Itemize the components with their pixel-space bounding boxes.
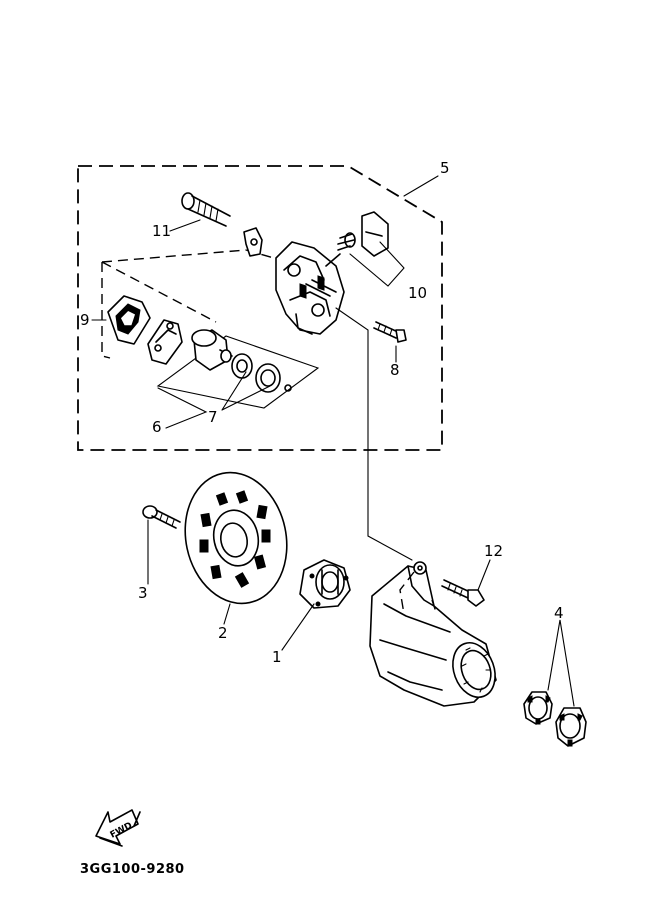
callout-10: 10 <box>408 284 427 302</box>
axle-housing <box>369 561 497 707</box>
callout-1: 1 <box>272 648 282 666</box>
callout-3: 3 <box>138 584 148 602</box>
leader-5 <box>403 175 439 197</box>
callout-6: 6 <box>152 418 162 436</box>
leader-10 <box>349 241 405 287</box>
part-11-bolt <box>181 192 231 227</box>
leader-2 <box>223 603 231 625</box>
pad-clip <box>243 227 263 257</box>
part-3-bolt <box>142 505 181 529</box>
part-9-brake-pad-right <box>147 319 183 365</box>
pad-group-outline <box>101 249 317 359</box>
part-9-brake-pad-left <box>107 295 151 345</box>
leader-11 <box>169 219 201 232</box>
leader-6 <box>157 387 208 429</box>
callout-9: 9 <box>80 311 90 329</box>
callout-7: 7 <box>208 408 218 426</box>
caliper-body <box>275 241 345 335</box>
caliper-mount-line <box>335 307 413 561</box>
part-12-bolt <box>441 579 485 607</box>
callout-12: 12 <box>484 542 503 560</box>
fwd-arrow-icon: FWD <box>95 809 141 847</box>
part-7-seal-outer <box>255 363 281 393</box>
part-10-bleeder-cap <box>325 211 389 267</box>
seal-retainer <box>284 384 292 392</box>
leader-12 <box>477 559 491 591</box>
callout-5: 5 <box>440 159 450 177</box>
part-1-hub <box>299 559 351 609</box>
part-8-bolt <box>373 321 407 343</box>
drawing-code: 3GG100-9280 <box>80 862 185 877</box>
part-7-seal-inner <box>231 353 253 379</box>
part-4-nut-b <box>555 707 587 747</box>
callout-8: 8 <box>390 361 400 379</box>
caliper-assembly-outline <box>77 165 443 451</box>
leader-4 <box>547 619 575 707</box>
part-4-nut-a <box>523 691 553 725</box>
leader-7 <box>221 371 271 411</box>
callout-4: 4 <box>554 604 564 622</box>
part-6-piston <box>191 329 233 371</box>
callout-2: 2 <box>218 624 228 642</box>
callout-11: 11 <box>152 222 171 240</box>
leader-1 <box>281 603 315 651</box>
part-2-brake-disc <box>184 471 288 605</box>
